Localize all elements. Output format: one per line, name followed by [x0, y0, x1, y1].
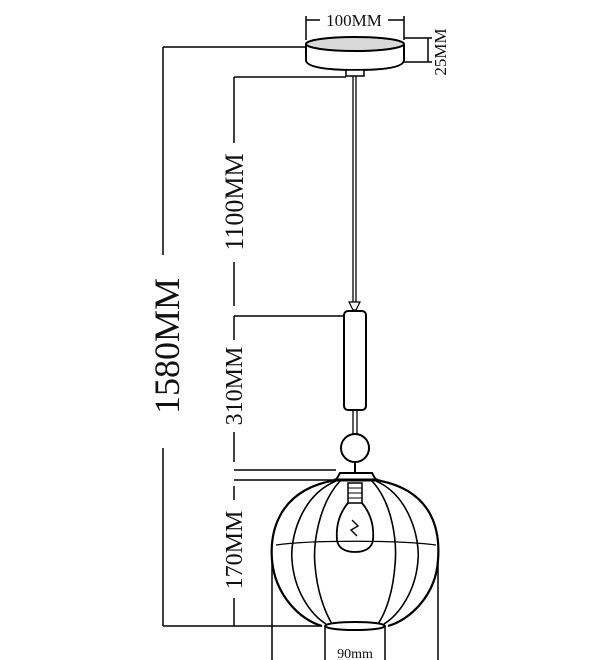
- shade-height-label: 170MM: [222, 511, 248, 590]
- cable-length-label: 1100MM: [220, 153, 249, 250]
- stem-length-label: 310MM: [222, 347, 248, 426]
- decorative-ball: [340, 433, 370, 463]
- shade-height-dimension: [233, 469, 336, 626]
- bottom-opening-label: 90mm: [337, 647, 373, 660]
- stem-length-dimension: [233, 315, 344, 462]
- shade-cap: [334, 472, 378, 482]
- canopy: [305, 36, 405, 77]
- total-height-label: 1580MM: [147, 278, 187, 414]
- bottom-opening-dimension: [324, 626, 386, 660]
- canopy-width-dimension: [305, 16, 405, 40]
- stem-tube: [343, 310, 367, 434]
- shade-width-guides: [271, 560, 439, 660]
- canopy-height-label: 25MM: [431, 28, 450, 75]
- suspension-cable: [348, 76, 361, 311]
- total-height-dimension: [162, 46, 322, 627]
- cable-length-dimension: [233, 76, 346, 306]
- canopy-height-dimension: [404, 37, 432, 63]
- filament-bulb: [335, 482, 375, 553]
- canopy-width-label: 100MM: [326, 11, 382, 30]
